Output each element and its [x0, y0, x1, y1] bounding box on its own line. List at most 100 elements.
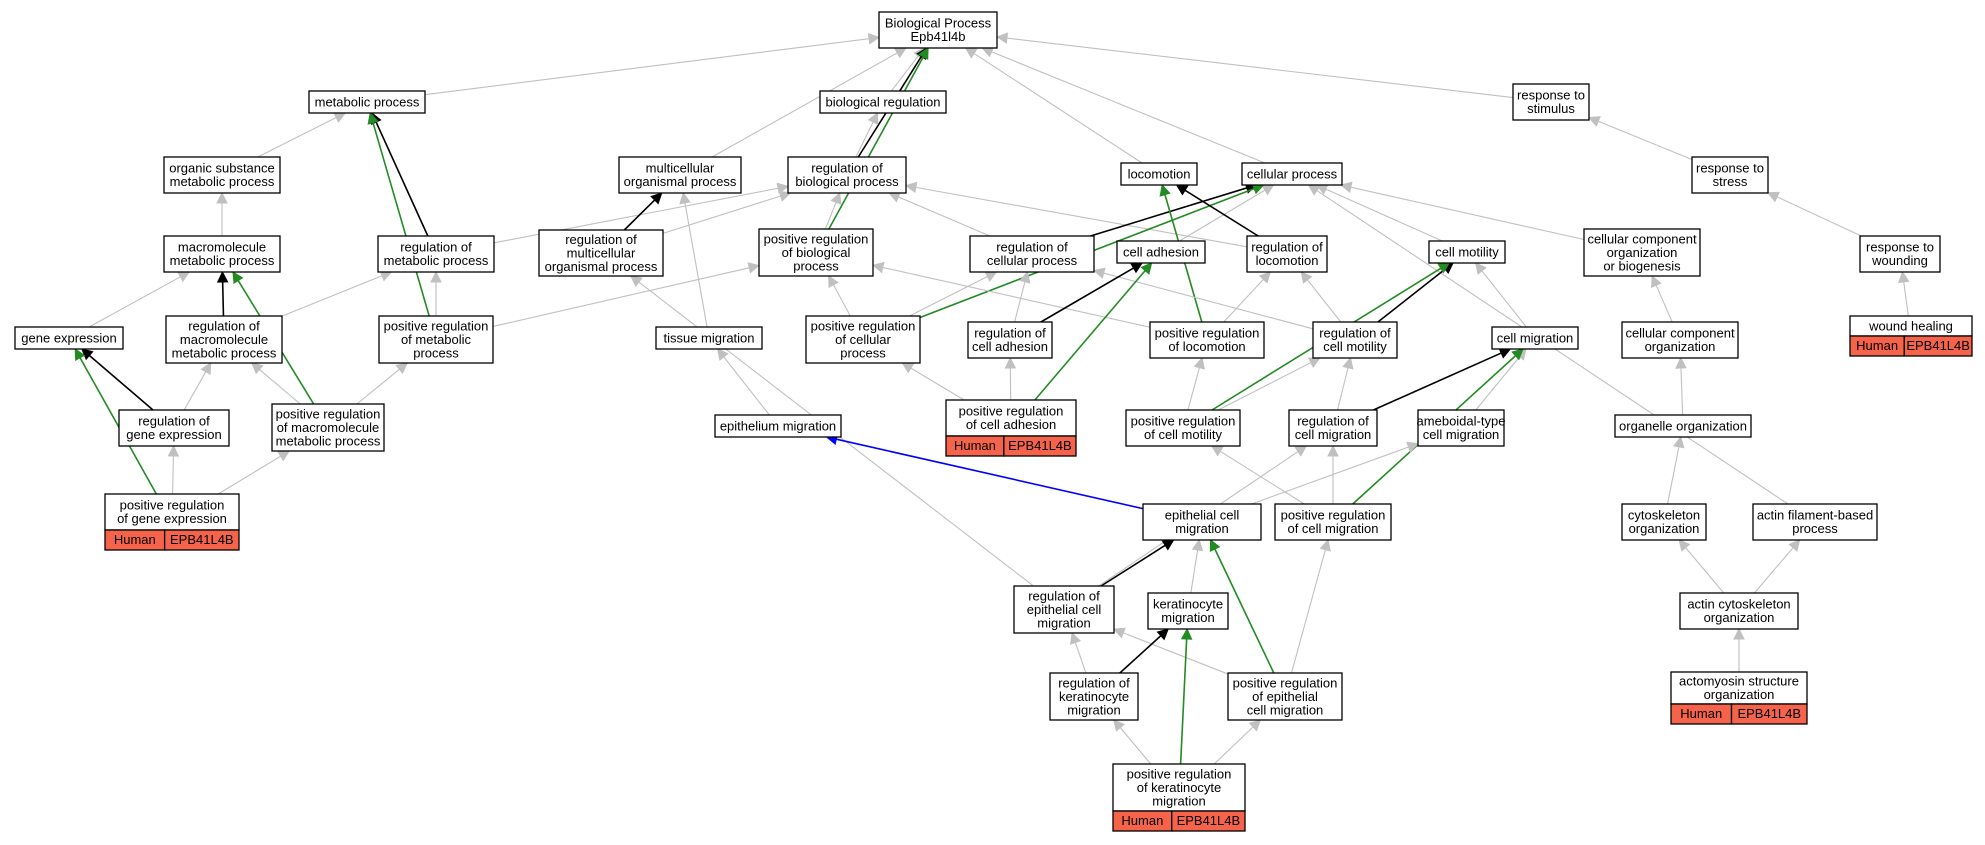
term-label-line: actin filament-based — [1757, 508, 1873, 523]
go-term-meta[interactable]: metabolic process — [308, 90, 426, 114]
term-label-line: epithelium migration — [720, 418, 836, 433]
term-label-line: positive regulation — [1281, 508, 1386, 523]
term-box — [1621, 321, 1739, 359]
term-label-line: keratinocyte — [1059, 689, 1129, 704]
term-label-line: regulation of — [400, 240, 472, 255]
term-box — [819, 90, 947, 114]
term-box — [618, 156, 742, 194]
edge-posregloco-to-regloco — [1223, 271, 1272, 323]
annotation-species: Human — [114, 532, 156, 547]
go-term-cellproc[interactable]: cellular process — [1241, 162, 1343, 186]
edge-meta-to-bp — [424, 32, 881, 96]
term-label-line: gene expression — [126, 427, 221, 442]
edge-posregmacro-to-regmacro — [250, 362, 301, 405]
term-label-line: cell migration — [1497, 330, 1574, 345]
edge-actincyto-to-cytoorg — [1678, 539, 1725, 594]
term-label-line: migration — [1037, 615, 1090, 630]
term-box — [1312, 321, 1398, 359]
term-box — [1491, 326, 1579, 350]
term-label-line: macromolecule — [180, 332, 268, 347]
go-term-loco[interactable]: locomotion — [1120, 162, 1198, 186]
go-term-cellmot[interactable]: cell motility — [1428, 240, 1506, 264]
term-box — [163, 156, 281, 194]
term-label-line: Biological Process — [885, 16, 992, 31]
term-label-line: cell migration — [1423, 427, 1500, 442]
term-label-line: cell motility — [1435, 244, 1499, 259]
term-label-line: of cell migration — [1287, 521, 1378, 536]
term-label-line: locomotion — [1256, 253, 1319, 268]
term-label-line: of gene expression — [117, 511, 227, 526]
term-box — [1274, 503, 1392, 541]
go-term-cellmig[interactable]: cell migration — [1491, 326, 1579, 350]
term-box — [1142, 503, 1262, 541]
term-label-line: positive regulation — [1127, 766, 1232, 781]
term-label-line: locomotion — [1128, 166, 1191, 181]
term-label-line: cellular component — [1587, 231, 1697, 246]
edge-regmacro-to-regmeta — [281, 270, 393, 317]
term-box — [805, 315, 921, 364]
term-label-line: epithelial cell — [1027, 602, 1102, 617]
edge-respstim-to-bp — [995, 32, 1514, 99]
edge-regmulti-to-multi — [623, 192, 663, 231]
edge-regloco-to-loco — [1175, 184, 1259, 237]
go-term-bioreg[interactable]: biological regulation — [819, 90, 947, 114]
go-term-celladh[interactable]: cell adhesion — [1116, 240, 1206, 264]
go-term-epimig[interactable]: epithelium migration — [714, 414, 842, 438]
go-term-tissue[interactable]: tissue migration — [655, 326, 763, 350]
edge-posregmeta-to-regmeta — [430, 270, 442, 316]
term-label-line: actomyosin structure — [1679, 674, 1799, 689]
term-label-line: of cell adhesion — [966, 417, 1056, 432]
term-label-line: keratinocyte — [1153, 597, 1223, 612]
edge-posregmig-to-posregmot — [1210, 445, 1305, 505]
gene-cell — [163, 529, 240, 551]
term-label-line: stress — [1713, 174, 1748, 189]
go-term-organelle[interactable]: organelle organization — [1614, 414, 1752, 438]
go-term-geneexp[interactable]: gene expression — [14, 326, 124, 350]
term-box — [1288, 409, 1378, 447]
term-label-line: organization — [1704, 610, 1775, 625]
term-box — [1120, 162, 1198, 186]
term-label-line: regulation of — [974, 326, 1046, 341]
annotation-species: Human — [954, 438, 996, 453]
